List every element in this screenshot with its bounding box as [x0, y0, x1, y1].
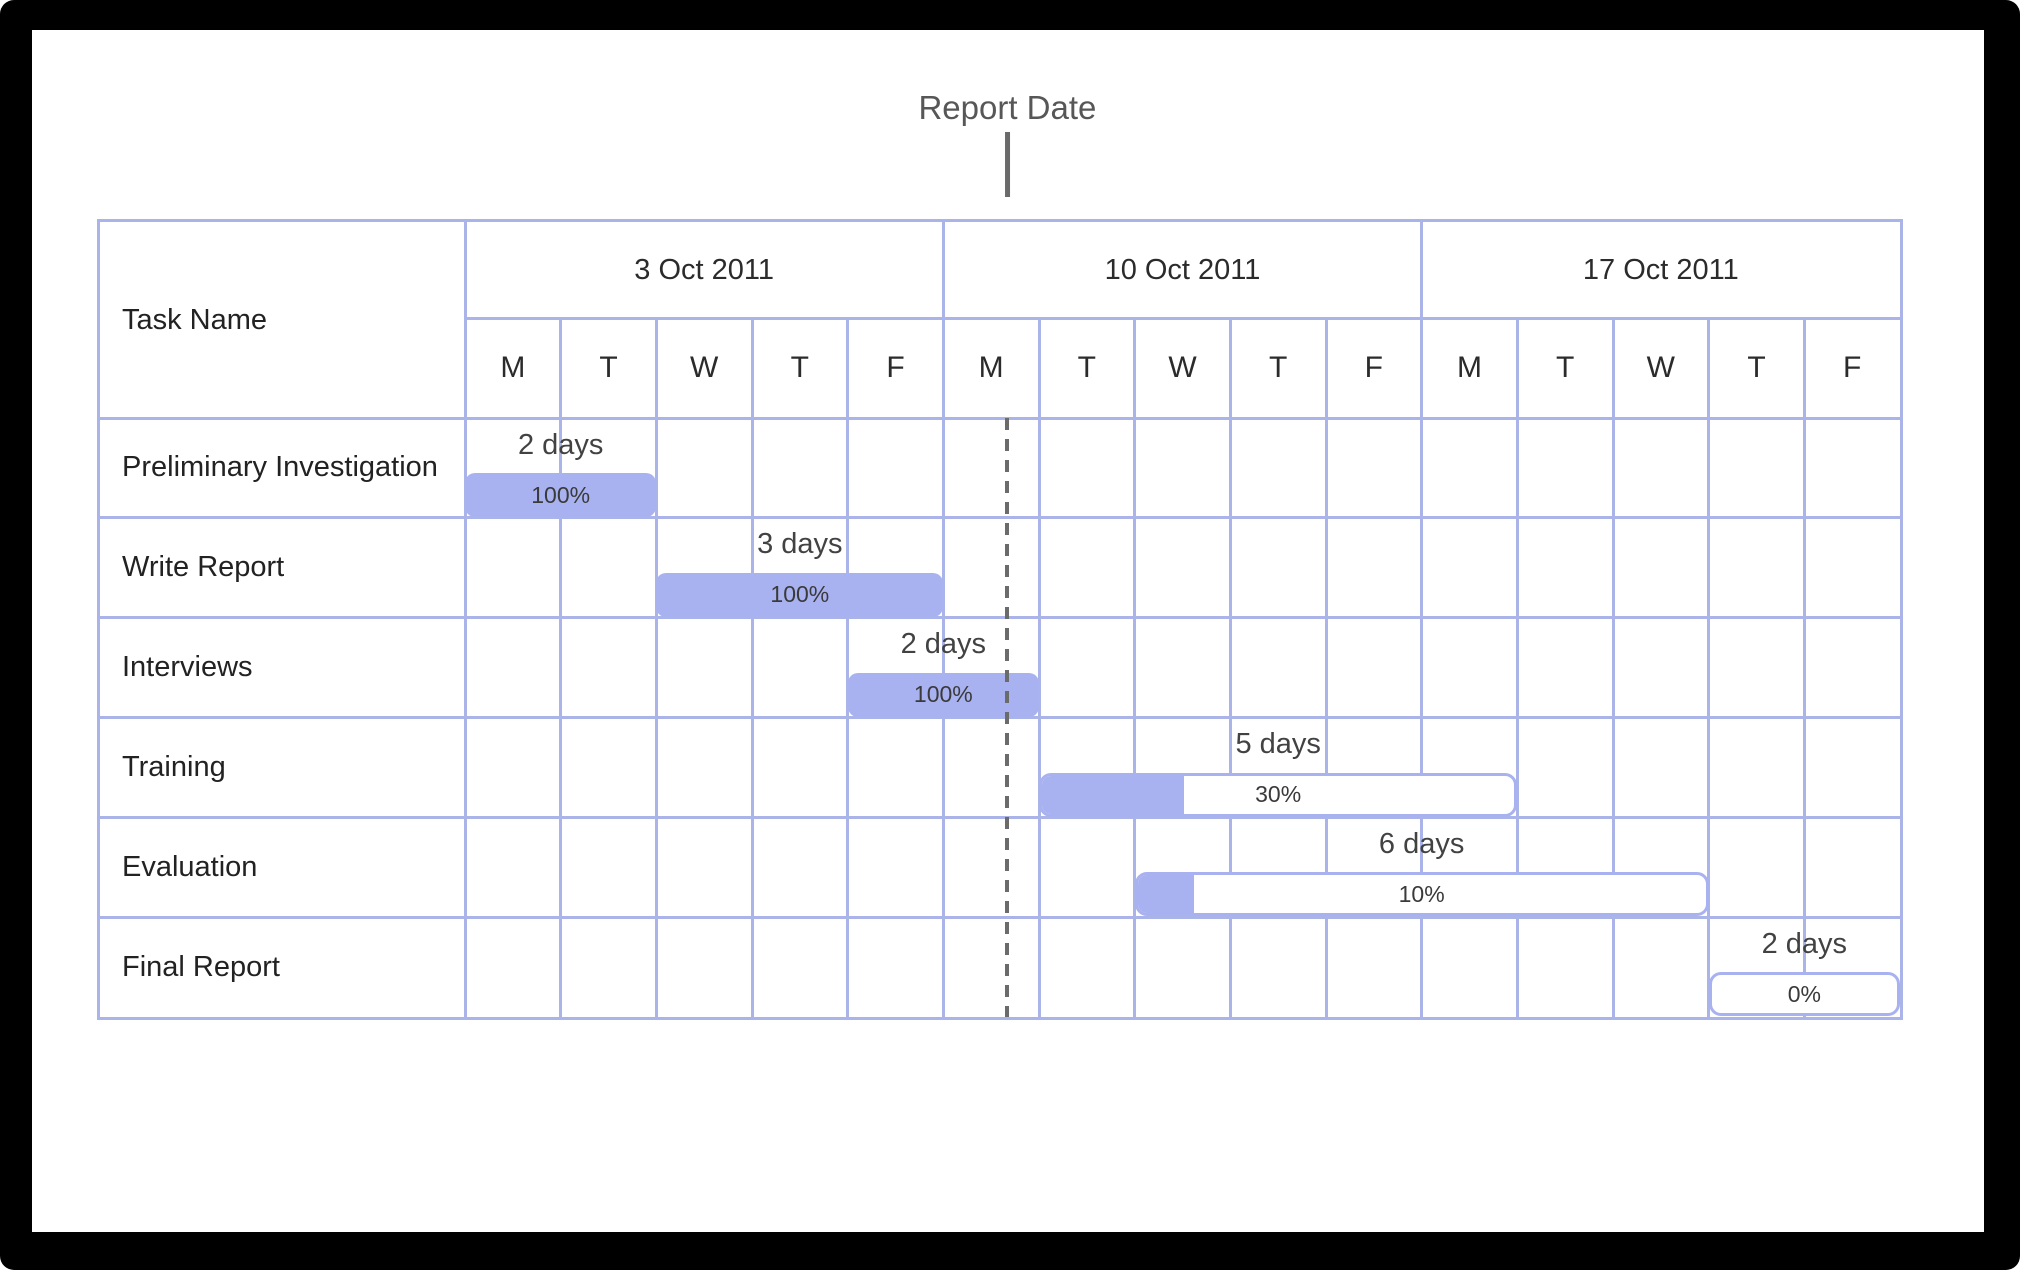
duration-label: 2 days — [1761, 927, 1848, 960]
bar-progress-fill — [1042, 775, 1184, 814]
grid-line — [100, 616, 1900, 620]
task-name-header: Task Name — [122, 303, 268, 336]
grid-line — [1611, 318, 1615, 1017]
day-header-cell: M — [978, 351, 1004, 384]
bar-progress-fill — [1137, 875, 1195, 914]
percent-label: 30% — [1255, 781, 1302, 807]
task-name-cell: Preliminary Investigation — [122, 451, 438, 484]
grid-line — [100, 915, 1900, 919]
grid-line — [465, 316, 1900, 320]
grid-line — [1707, 318, 1711, 1017]
day-header-cell: T — [1747, 351, 1766, 384]
grid-line — [750, 318, 754, 1017]
grid-line — [941, 222, 945, 1017]
grid-line — [1802, 318, 1806, 1017]
day-header-cell: W — [689, 351, 719, 384]
grid-line — [463, 222, 467, 1017]
grid-line — [100, 815, 1900, 819]
percent-label: 0% — [1787, 980, 1821, 1007]
day-header-cell: T — [1555, 351, 1575, 384]
day-header-cell: W — [1168, 351, 1197, 384]
gantt-bar: 30% — [1039, 772, 1518, 817]
grid-line — [1037, 318, 1041, 1017]
grid-line — [100, 516, 1900, 520]
day-header-cell: T — [790, 351, 809, 384]
gantt-bar: 0% — [1708, 972, 1900, 1017]
day-header-cell: F — [886, 351, 905, 384]
grid-line — [1515, 318, 1519, 1017]
day-header-cell: T — [1268, 351, 1288, 384]
grid-line — [1133, 318, 1137, 1017]
task-name-cell: Training — [122, 750, 226, 783]
task-name-cell: Evaluation — [122, 850, 258, 883]
day-header-cell: T — [599, 351, 618, 384]
task-name-cell: Final Report — [122, 950, 280, 983]
report-date-line — [1004, 132, 1010, 197]
percent-label: 100% — [770, 581, 830, 608]
grid-line — [1228, 318, 1232, 1017]
report-date-label: Report Date — [918, 89, 1097, 126]
duration-label: 3 days — [757, 528, 843, 561]
duration-label: 2 days — [517, 428, 604, 461]
duration-label: 2 days — [900, 628, 987, 661]
percent-label: 10% — [1398, 880, 1445, 907]
grid-line — [559, 318, 563, 1017]
grid-line — [100, 716, 1900, 719]
task-name-cell: Write Report — [122, 551, 285, 584]
day-header-cell: M — [500, 351, 526, 384]
duration-label: 5 days — [1235, 728, 1321, 760]
grid-line — [846, 318, 850, 1017]
day-header-cell: W — [1646, 351, 1675, 384]
duration-label: 6 days — [1378, 827, 1465, 860]
percent-label: 100% — [913, 681, 973, 708]
day-header-cell: F — [1364, 351, 1383, 384]
day-header-cell: M — [1456, 351, 1482, 384]
gantt-bar: 100% — [847, 672, 1039, 717]
week-header-cell: 10 Oct 2011 — [1104, 253, 1261, 286]
week-header-cell: 3 Oct 2011 — [634, 253, 775, 286]
grid-line — [1420, 222, 1424, 1017]
day-header-cell: T — [1077, 351, 1096, 384]
day-header-cell: F — [1842, 351, 1862, 384]
grid-line — [1324, 318, 1328, 1017]
gantt-bar: 100% — [656, 572, 944, 617]
percent-label: 100% — [531, 481, 591, 508]
grid-line — [654, 318, 658, 1017]
task-name-cell: Interviews — [122, 651, 253, 684]
week-header-cell: 17 Oct 2011 — [1582, 253, 1739, 286]
report-date-dashed-line — [1005, 418, 1010, 1017]
report-date-marker: Report Date — [918, 88, 1096, 197]
grid-line — [100, 416, 1900, 420]
gantt-bar: 100% — [465, 473, 657, 517]
gantt-bar: 10% — [1134, 872, 1709, 917]
